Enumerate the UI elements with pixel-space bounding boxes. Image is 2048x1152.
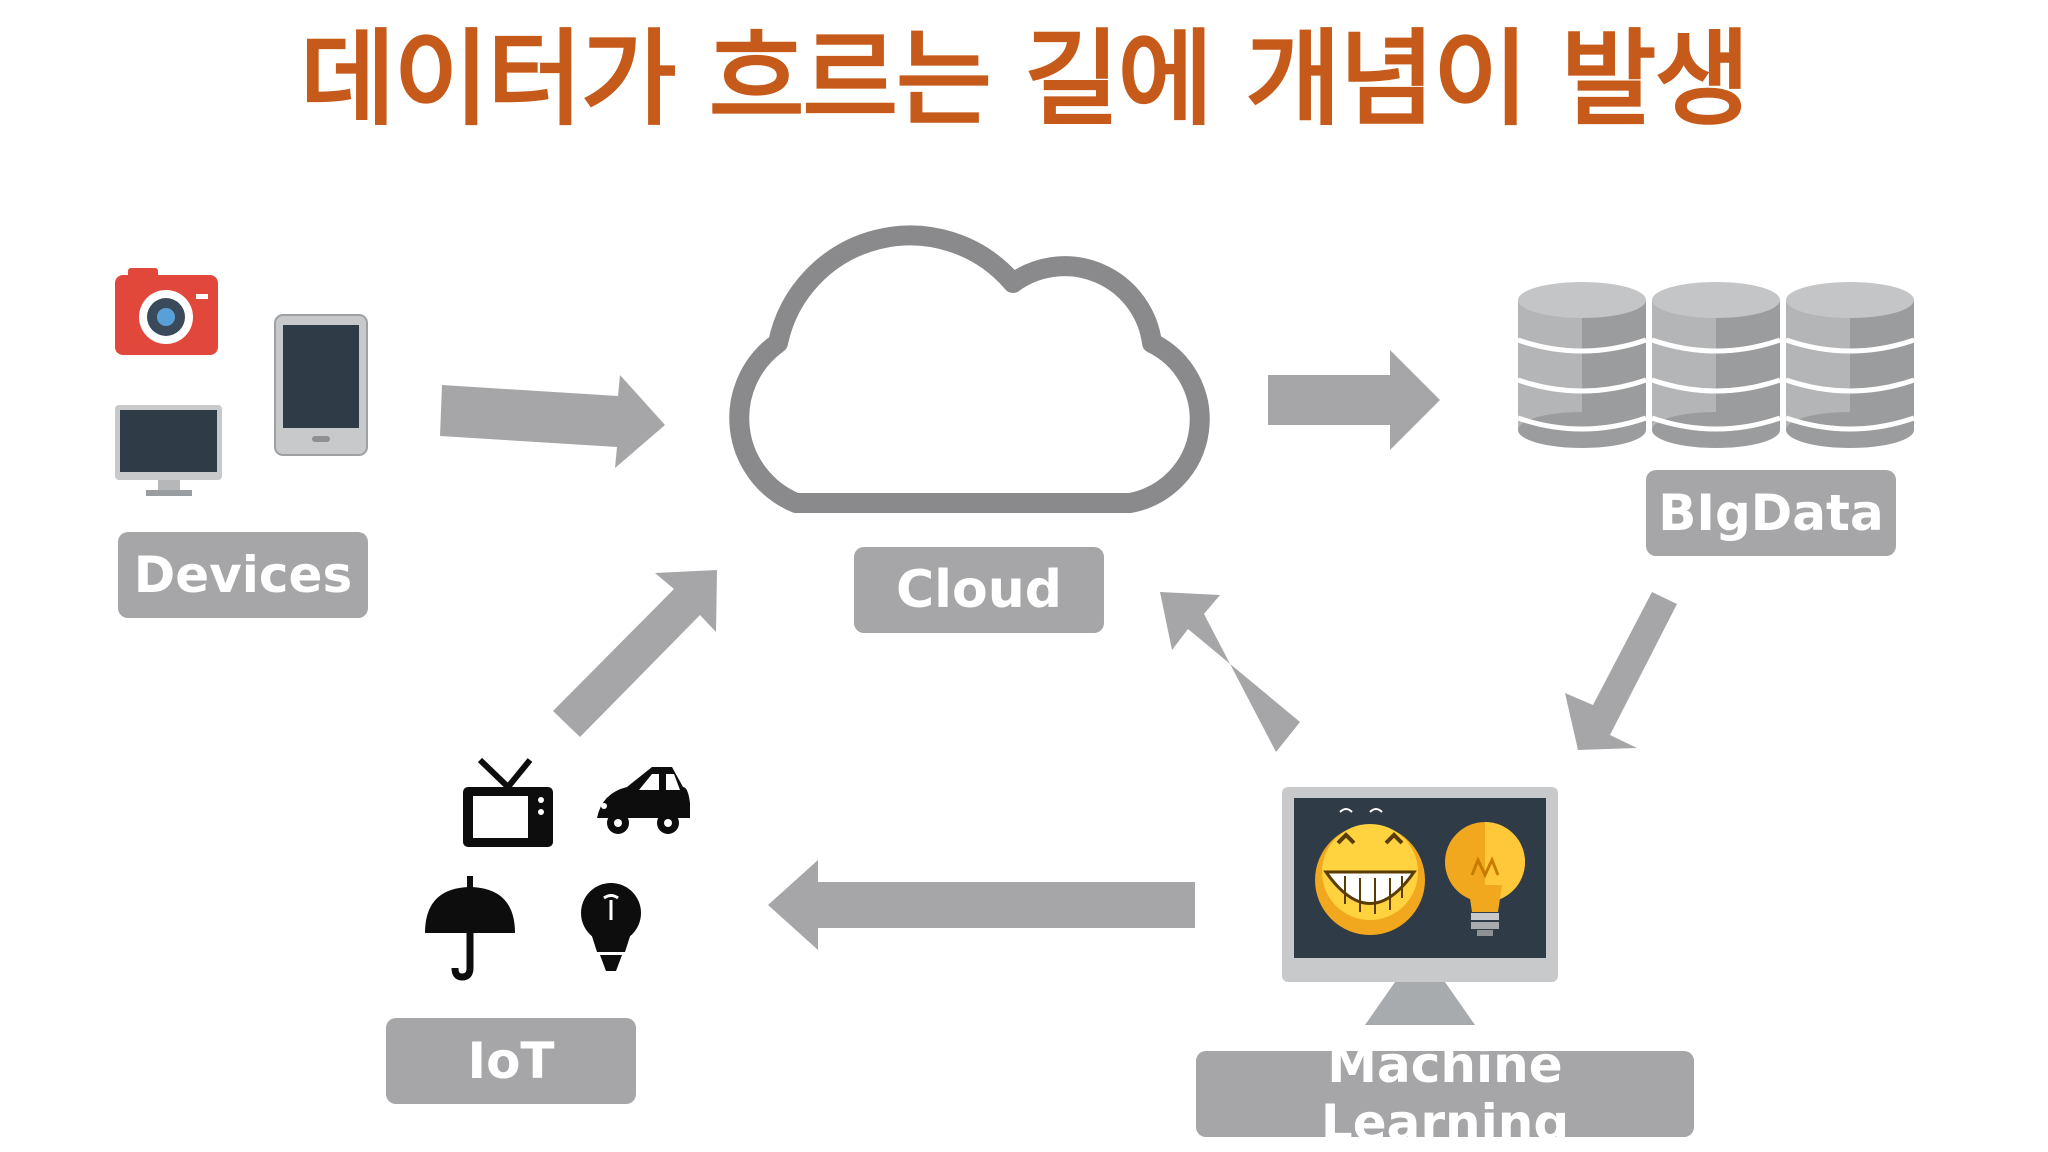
database-icon: [1517, 282, 1915, 448]
monitor-icon: [115, 405, 222, 496]
cloud-label: Cloud: [854, 547, 1104, 633]
arrow-ml-to-cloud: [1160, 592, 1300, 752]
iot-label: IoT: [386, 1018, 636, 1104]
arrow-iot-to-cloud: [553, 570, 717, 737]
bulb-icon: [581, 883, 641, 971]
smiley-icon: [1315, 808, 1425, 935]
arrow-devices-to-cloud: [440, 375, 665, 468]
arrow-bigdata-to-ml: [1565, 592, 1677, 750]
camera-icon: [115, 268, 218, 355]
arrow-cloud-to-bigdata: [1268, 350, 1440, 450]
ml-monitor-icon: [1282, 787, 1558, 1025]
lightbulb-icon: [1445, 822, 1525, 936]
page-title: 데이터가 흐르는 길에 개념이 발생: [299, 18, 1750, 140]
cloud-icon: [729, 225, 1210, 513]
bigdata-label: BIgData: [1646, 470, 1896, 556]
car-icon: [597, 767, 690, 834]
devices-label: Devices: [118, 532, 368, 618]
machine-learning-label: Machine Learning: [1196, 1036, 1694, 1152]
tv-icon: [463, 757, 553, 847]
umbrella-icon: [425, 876, 515, 981]
arrow-ml-to-iot: [768, 860, 1195, 950]
tablet-icon: [274, 314, 368, 456]
